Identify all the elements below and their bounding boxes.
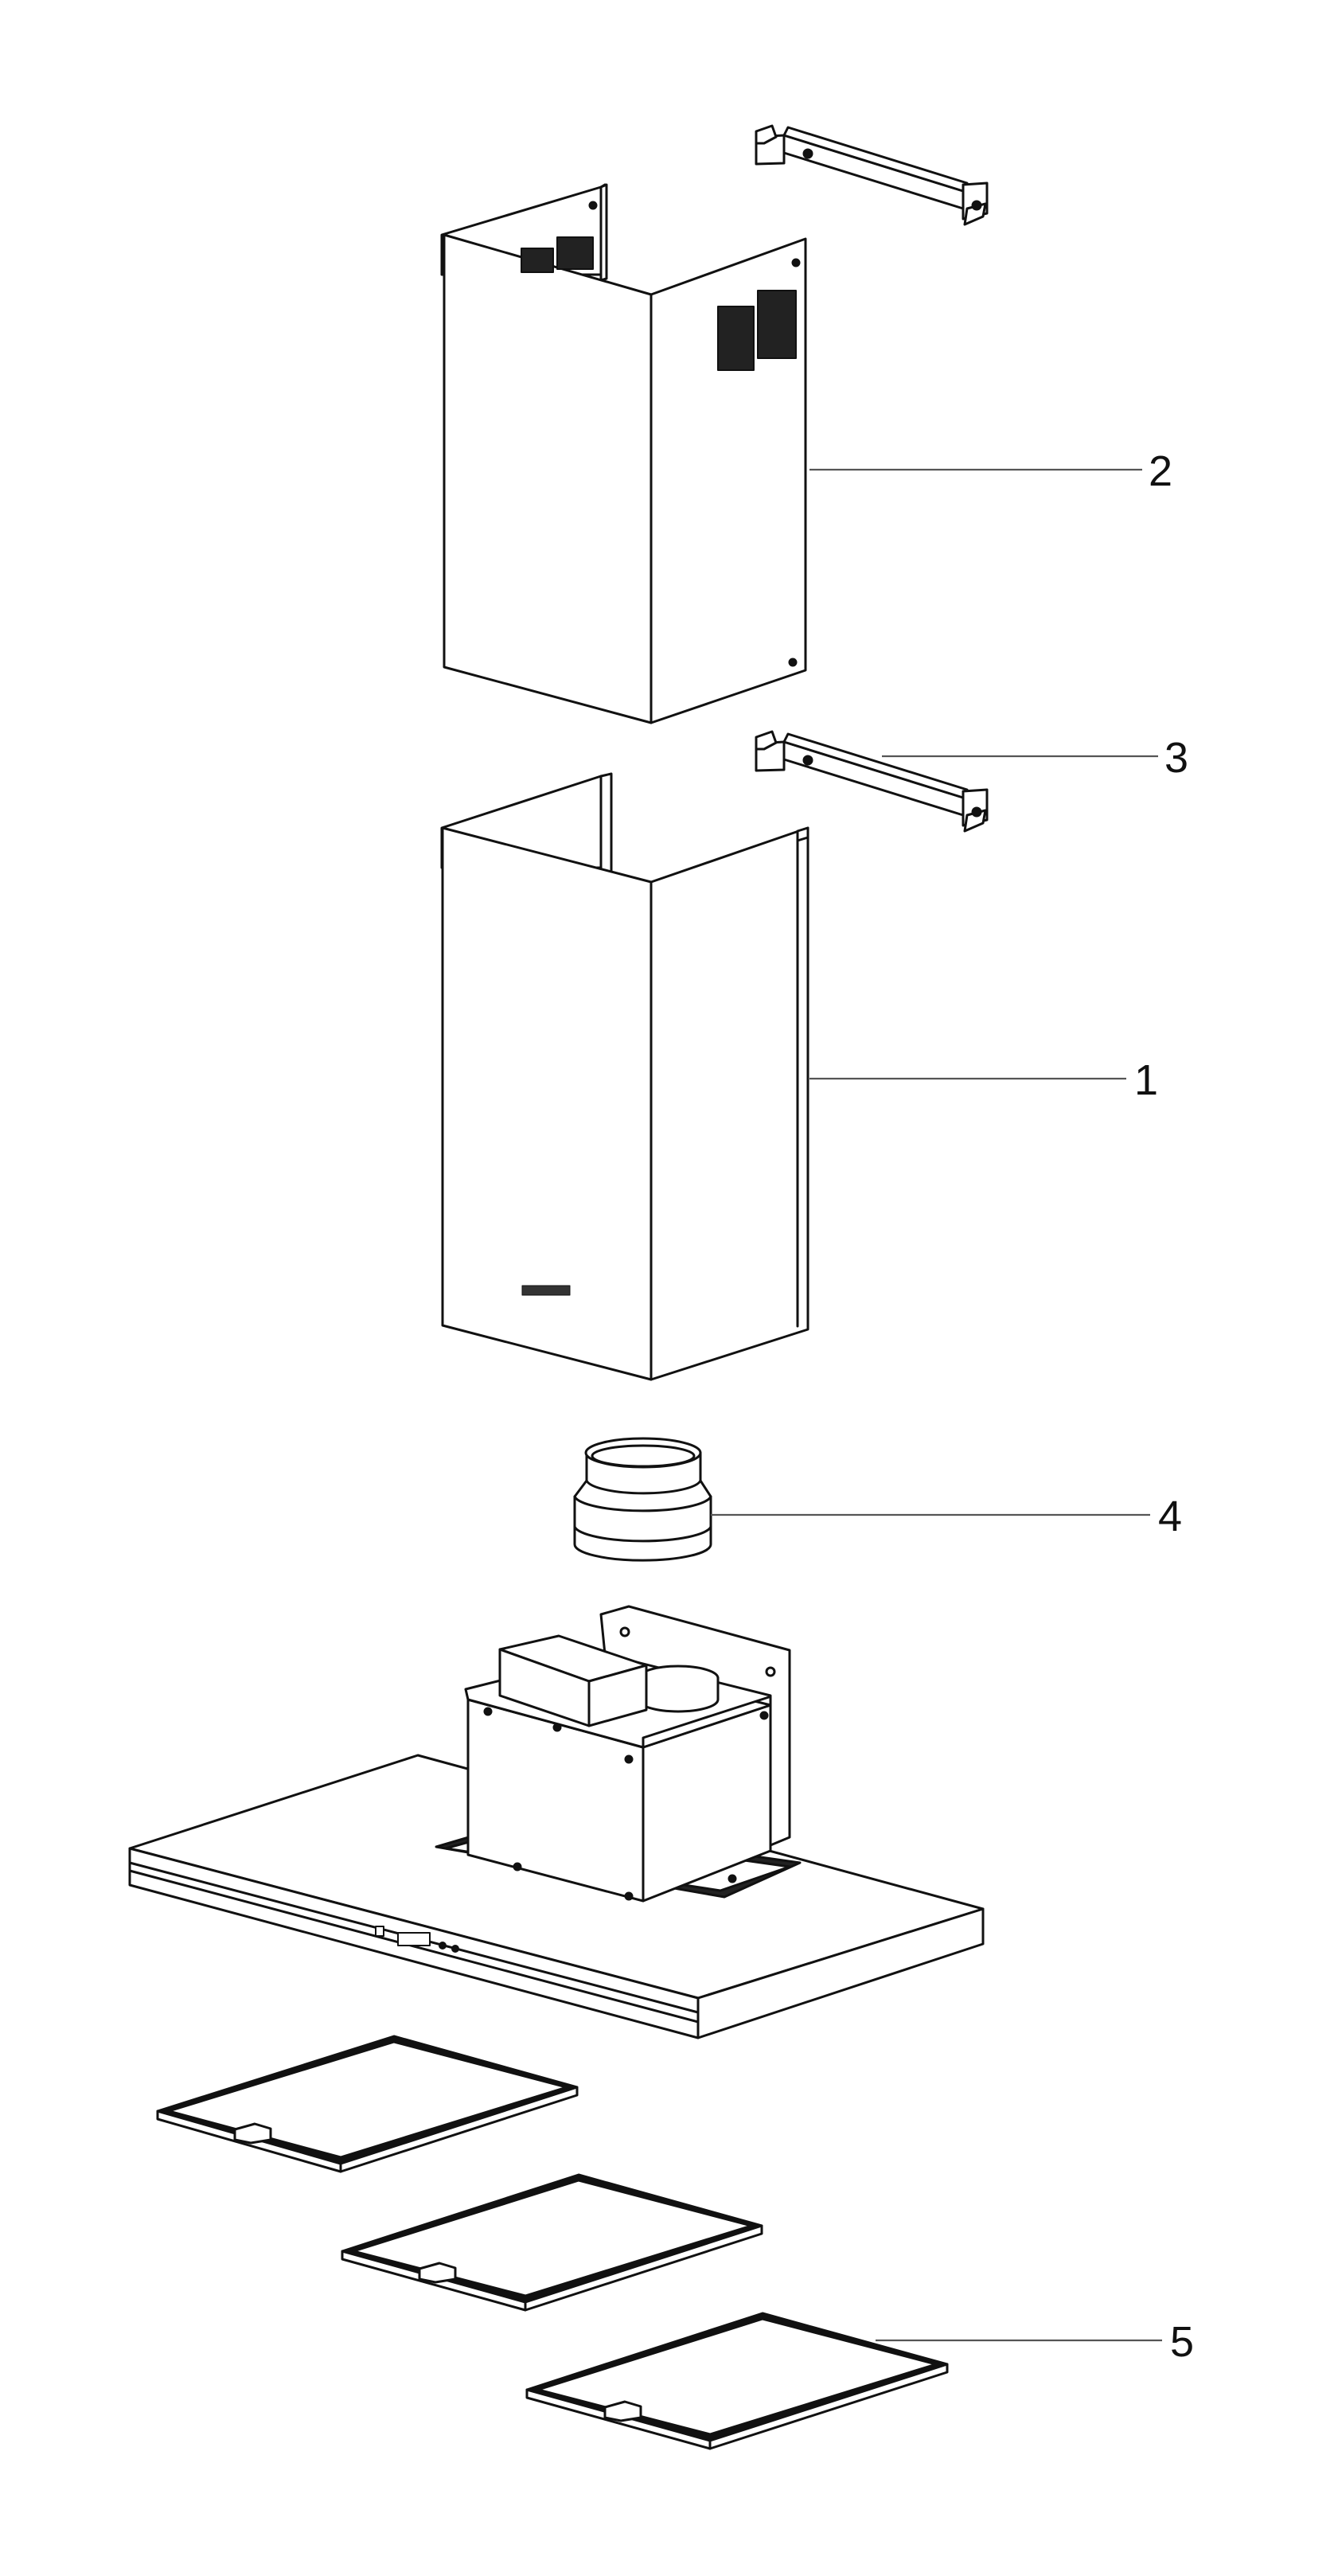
upper-mounting-bracket: [756, 126, 987, 224]
upper-cover-side-vents: [718, 291, 796, 370]
grease-filter-1: [158, 2036, 577, 2172]
duct-adapter: [575, 1438, 711, 1560]
callout-labels: 2 3 1 4 5: [1134, 447, 1194, 2366]
grease-filter-2: [342, 2175, 762, 2310]
hood-body: [130, 1606, 983, 2038]
brand-logo: [522, 1286, 570, 1295]
callout-4: 4: [1158, 1493, 1182, 1540]
lower-mounting-bracket: [756, 732, 987, 831]
leader-lines: [711, 468, 1162, 2342]
callout-3: 3: [1164, 734, 1188, 782]
upper-chimney-cover: [442, 185, 806, 723]
upper-cover-back-vents: [521, 237, 593, 272]
lower-chimney-cover: [442, 774, 808, 1380]
grease-filter-3: [527, 2313, 947, 2449]
callout-5: 5: [1170, 2318, 1194, 2366]
callout-2: 2: [1149, 447, 1172, 495]
callout-1: 1: [1134, 1056, 1158, 1104]
control-panel: [376, 1926, 458, 1952]
